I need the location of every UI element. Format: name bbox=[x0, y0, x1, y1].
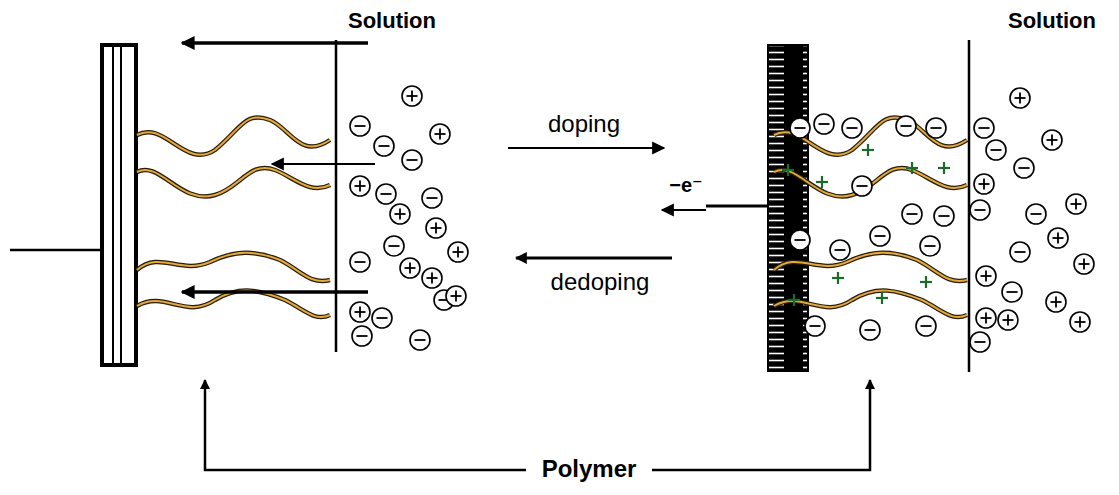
cation bbox=[422, 268, 442, 288]
polaron-charge bbox=[816, 176, 828, 188]
anion bbox=[852, 176, 872, 196]
cation bbox=[390, 204, 410, 224]
ion-flow-arrow bbox=[182, 290, 368, 294]
doping-arrow bbox=[508, 147, 664, 149]
polymer-chains bbox=[774, 117, 967, 317]
anion bbox=[860, 320, 880, 340]
cation bbox=[1042, 130, 1062, 150]
cation bbox=[350, 176, 370, 196]
anion bbox=[870, 226, 890, 246]
cation bbox=[1048, 228, 1068, 248]
cation bbox=[400, 258, 420, 278]
anion bbox=[374, 136, 394, 156]
cation bbox=[1010, 88, 1030, 108]
polymer-chains bbox=[137, 117, 330, 317]
cation bbox=[350, 302, 370, 322]
cation bbox=[974, 174, 994, 194]
anion bbox=[920, 236, 940, 256]
anion bbox=[790, 118, 810, 138]
anion bbox=[934, 206, 954, 226]
polaron-charge bbox=[782, 164, 794, 176]
polaron-charge bbox=[938, 162, 950, 174]
polaron-charge bbox=[906, 162, 918, 174]
anion bbox=[410, 330, 430, 350]
cation bbox=[426, 218, 446, 238]
anion bbox=[376, 184, 396, 204]
anion bbox=[352, 326, 372, 346]
electrode-wire bbox=[10, 249, 102, 252]
polymer-label: Polymer bbox=[542, 455, 637, 483]
anion bbox=[384, 236, 404, 256]
ion-flow-arrow bbox=[272, 163, 375, 165]
process-label: dedoping bbox=[551, 268, 650, 296]
cation bbox=[1066, 194, 1086, 214]
anion bbox=[790, 230, 810, 250]
electron-label: −e⁻ bbox=[669, 174, 702, 197]
interface-line bbox=[335, 40, 338, 352]
polaron-charge bbox=[920, 276, 932, 288]
anion bbox=[350, 116, 370, 136]
electrode-wire bbox=[706, 205, 768, 208]
electrode-stripe bbox=[120, 45, 122, 365]
solution-label: Solution bbox=[348, 8, 436, 33]
cation bbox=[446, 286, 466, 306]
anion bbox=[814, 114, 834, 134]
pointer-arrow bbox=[652, 380, 870, 470]
process-label: doping bbox=[548, 110, 620, 138]
anion bbox=[916, 316, 936, 336]
cation bbox=[430, 124, 450, 144]
dedoping-arrow bbox=[516, 257, 672, 260]
electron-arrow bbox=[662, 209, 706, 211]
anion bbox=[1010, 242, 1030, 262]
polaron-charge bbox=[862, 144, 874, 156]
electrode-stripe bbox=[112, 45, 114, 365]
ion-flow-arrow bbox=[182, 41, 368, 45]
anion bbox=[372, 308, 392, 328]
anion bbox=[422, 188, 442, 208]
polaron-charge bbox=[832, 272, 844, 284]
anion bbox=[970, 200, 990, 220]
anion bbox=[842, 118, 862, 138]
interface-line bbox=[968, 40, 971, 372]
cation bbox=[976, 266, 996, 286]
anion bbox=[970, 332, 990, 352]
anion bbox=[350, 252, 370, 272]
polaron-charge bbox=[876, 292, 888, 304]
pointer-arrow bbox=[205, 380, 526, 470]
cation bbox=[1070, 312, 1090, 332]
anion bbox=[926, 118, 946, 138]
solution-label: Solution bbox=[1008, 8, 1096, 33]
anion bbox=[830, 240, 850, 260]
anion bbox=[974, 118, 994, 138]
cation bbox=[402, 86, 422, 106]
anion bbox=[902, 204, 922, 224]
cation bbox=[1046, 292, 1066, 312]
electrode bbox=[102, 45, 136, 365]
cation bbox=[976, 308, 996, 328]
cation bbox=[1074, 254, 1094, 274]
cation bbox=[998, 310, 1018, 330]
anion bbox=[986, 140, 1006, 160]
anion bbox=[402, 150, 422, 170]
anion bbox=[1026, 204, 1046, 224]
anion bbox=[805, 316, 825, 336]
anion bbox=[1014, 158, 1034, 178]
electrode bbox=[768, 45, 808, 371]
anion bbox=[1002, 282, 1022, 302]
polaron-charge bbox=[788, 294, 800, 306]
anion bbox=[896, 116, 916, 136]
cation bbox=[448, 242, 468, 262]
